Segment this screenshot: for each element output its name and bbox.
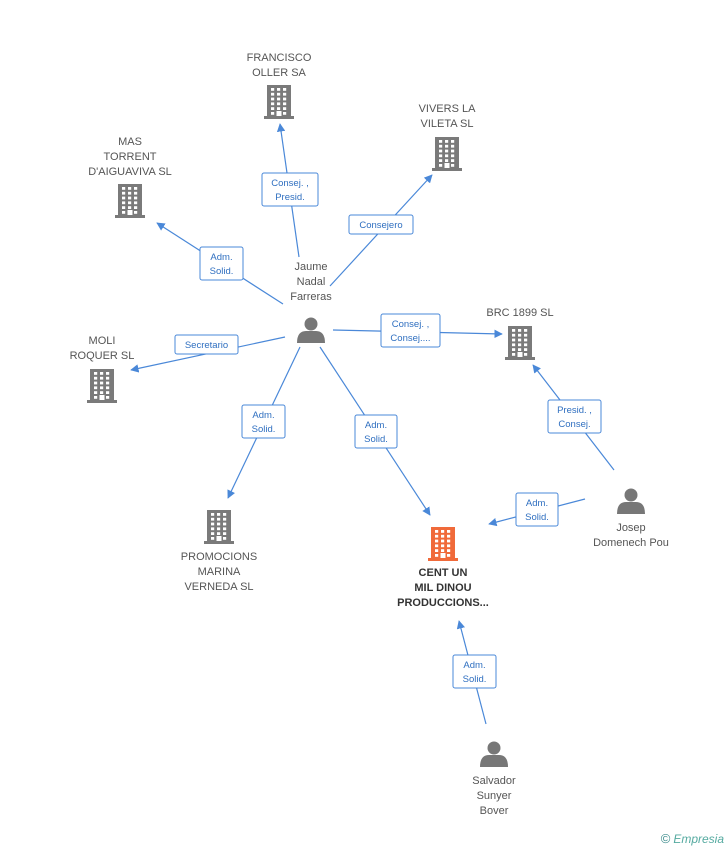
building-icon <box>264 85 294 119</box>
node-label: ROQUER SL <box>70 350 135 362</box>
relation-label-box[interactable]: Secretario <box>174 334 239 355</box>
node-label: OLLER SA <box>252 67 306 79</box>
edge-jaume-mas: Adm. Solid. <box>156 222 284 305</box>
edge-jaume-brc: Consej. , Consej.... <box>332 313 503 348</box>
relation-label-box[interactable]: Adm. Solid. <box>452 654 497 689</box>
edge-josep-brc: Presid. , Consej. <box>532 364 615 471</box>
edge-salvador-cent: Adm. Solid. <box>452 620 497 725</box>
node-brc[interactable]: BRC 1899 SL <box>486 307 554 360</box>
relation-label: Adm. <box>526 498 548 509</box>
relation-label-box[interactable]: Adm. Solid. <box>241 404 286 439</box>
node-label: Josep <box>616 522 645 534</box>
relation-label: Adm. <box>365 420 387 431</box>
node-label: Domenech Pou <box>593 537 669 549</box>
relation-label-box[interactable]: Consejero <box>348 214 414 235</box>
building-icon <box>115 184 145 218</box>
node-label: PROMOCIONS <box>181 551 257 563</box>
relation-label: Solid. <box>252 424 276 435</box>
relation-label-box[interactable]: Adm. Solid. <box>515 492 559 527</box>
node-label: FRANCISCO <box>247 52 312 64</box>
person-icon <box>617 488 645 514</box>
relation-label: Adm. <box>463 660 485 671</box>
footer-brand: ©Empresia <box>661 831 724 846</box>
relation-label: Presid. , <box>557 405 592 416</box>
relation-label-box[interactable]: Consej. , Presid. <box>261 172 319 207</box>
node-label: VERNEDA SL <box>184 581 253 593</box>
nodes-layer: FRANCISCO OLLER SA VIVERS LA VILETA SL MAS TO… <box>70 52 669 817</box>
relation-label-box[interactable]: Consej. , Consej.... <box>380 313 441 348</box>
relation-label: Secretario <box>185 340 228 351</box>
relation-label-box[interactable]: Presid. , Consej. <box>547 399 602 434</box>
edge-jaume-moli: Secretario <box>130 334 286 373</box>
relation-label: Solid. <box>525 512 549 523</box>
edge-josep-cent: Adm. Solid. <box>488 492 586 527</box>
node-label: D'AIGUAVIVA SL <box>88 166 172 178</box>
node-francisco[interactable]: FRANCISCO OLLER SA <box>247 52 312 119</box>
building-icon <box>505 326 535 360</box>
relation-label: Solid. <box>463 674 487 685</box>
relation-label: Adm. <box>252 410 274 421</box>
node-label: Bover <box>480 805 509 817</box>
relation-label: Consej. , <box>392 319 430 330</box>
node-vivers[interactable]: VIVERS LA VILETA SL <box>419 103 477 171</box>
relation-label: Solid. <box>210 266 234 277</box>
building-icon <box>428 527 458 561</box>
node-label: VIVERS LA <box>419 103 477 115</box>
relation-label: Consej. , <box>271 178 309 189</box>
relation-label: Solid. <box>364 434 388 445</box>
node-label: MIL DINOU <box>414 582 471 594</box>
relation-label: Consej. <box>558 419 590 430</box>
node-label: BRC 1899 SL <box>486 307 553 319</box>
node-label: Jaume <box>294 261 327 273</box>
relation-label-box[interactable]: Adm. Solid. <box>199 246 244 281</box>
node-label: Farreras <box>290 291 332 303</box>
node-label: PRODUCCIONS... <box>397 597 489 609</box>
node-label: TORRENT <box>104 151 157 163</box>
building-icon <box>87 369 117 403</box>
relation-label-box[interactable]: Adm. Solid. <box>354 414 398 449</box>
person-icon <box>480 741 508 767</box>
relation-label: Presid. <box>275 192 305 203</box>
edge-jaume-francisco: Consej. , Presid. <box>261 123 319 258</box>
relation-label: Consej.... <box>390 333 430 344</box>
node-promocions[interactable]: PROMOCIONS MARINA VERNEDA SL <box>181 510 257 593</box>
relation-label: Adm. <box>210 252 232 263</box>
edge-jaume-vivers: Consejero <box>329 174 433 287</box>
node-label: VILETA SL <box>421 118 474 130</box>
edge-jaume-promocions: Adm. Solid. <box>227 346 301 499</box>
node-label: MOLI <box>89 335 116 347</box>
copyright-symbol: © <box>660 831 671 846</box>
node-label: Nadal <box>297 276 326 288</box>
building-icon <box>204 510 234 544</box>
node-moli[interactable]: MOLI ROQUER SL <box>70 335 135 403</box>
node-label: CENT UN <box>419 567 468 579</box>
building-icon <box>432 137 462 171</box>
node-label: Sunyer <box>477 790 512 802</box>
relation-label: Consejero <box>359 220 402 231</box>
node-label: Salvador <box>472 775 516 787</box>
edge-jaume-cent: Adm. Solid. <box>319 346 431 516</box>
person-icon <box>297 317 325 343</box>
node-label: MAS <box>118 136 142 148</box>
brand-logo[interactable]: Empresia <box>673 832 724 846</box>
node-label: MARINA <box>198 566 241 578</box>
node-cent[interactable]: CENT UN MIL DINOU PRODUCCIONS... <box>397 527 489 609</box>
node-mas[interactable]: MAS TORRENT D'AIGUAVIVA SL <box>88 136 172 218</box>
